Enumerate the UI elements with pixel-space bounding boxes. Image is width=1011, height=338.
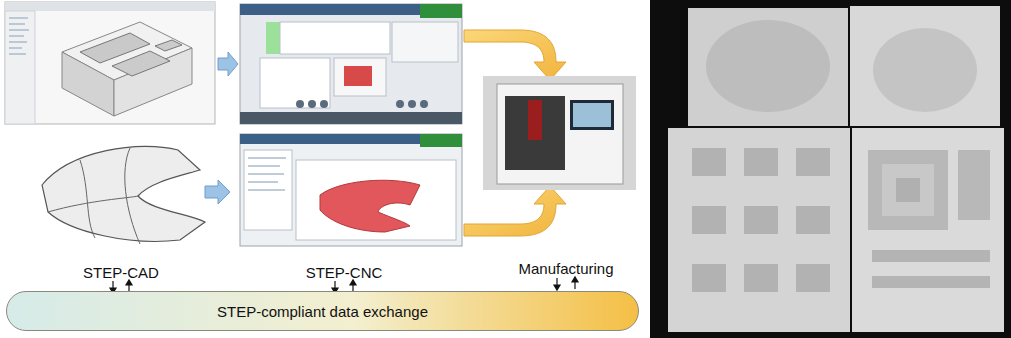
cnc-screenshot (240, 134, 462, 246)
stage-label: STEP-CAD (83, 264, 159, 281)
surface-model (42, 146, 205, 244)
band-label: STEP-compliant data exchange (217, 303, 428, 320)
stage-label: STEP-CNC (306, 264, 383, 281)
cad-screenshot (5, 2, 215, 124)
cnc-screenshot (240, 4, 462, 124)
flow-arrow (205, 180, 230, 204)
flow-arrow (464, 30, 566, 80)
flow-arrow (464, 186, 566, 236)
stage-label: Manufacturing (518, 260, 613, 277)
data-exchange-band: STEP-compliant data exchange (6, 291, 639, 331)
flow-arrow (218, 52, 238, 76)
parts-photo (650, 0, 1011, 338)
machine-photo (483, 76, 636, 190)
